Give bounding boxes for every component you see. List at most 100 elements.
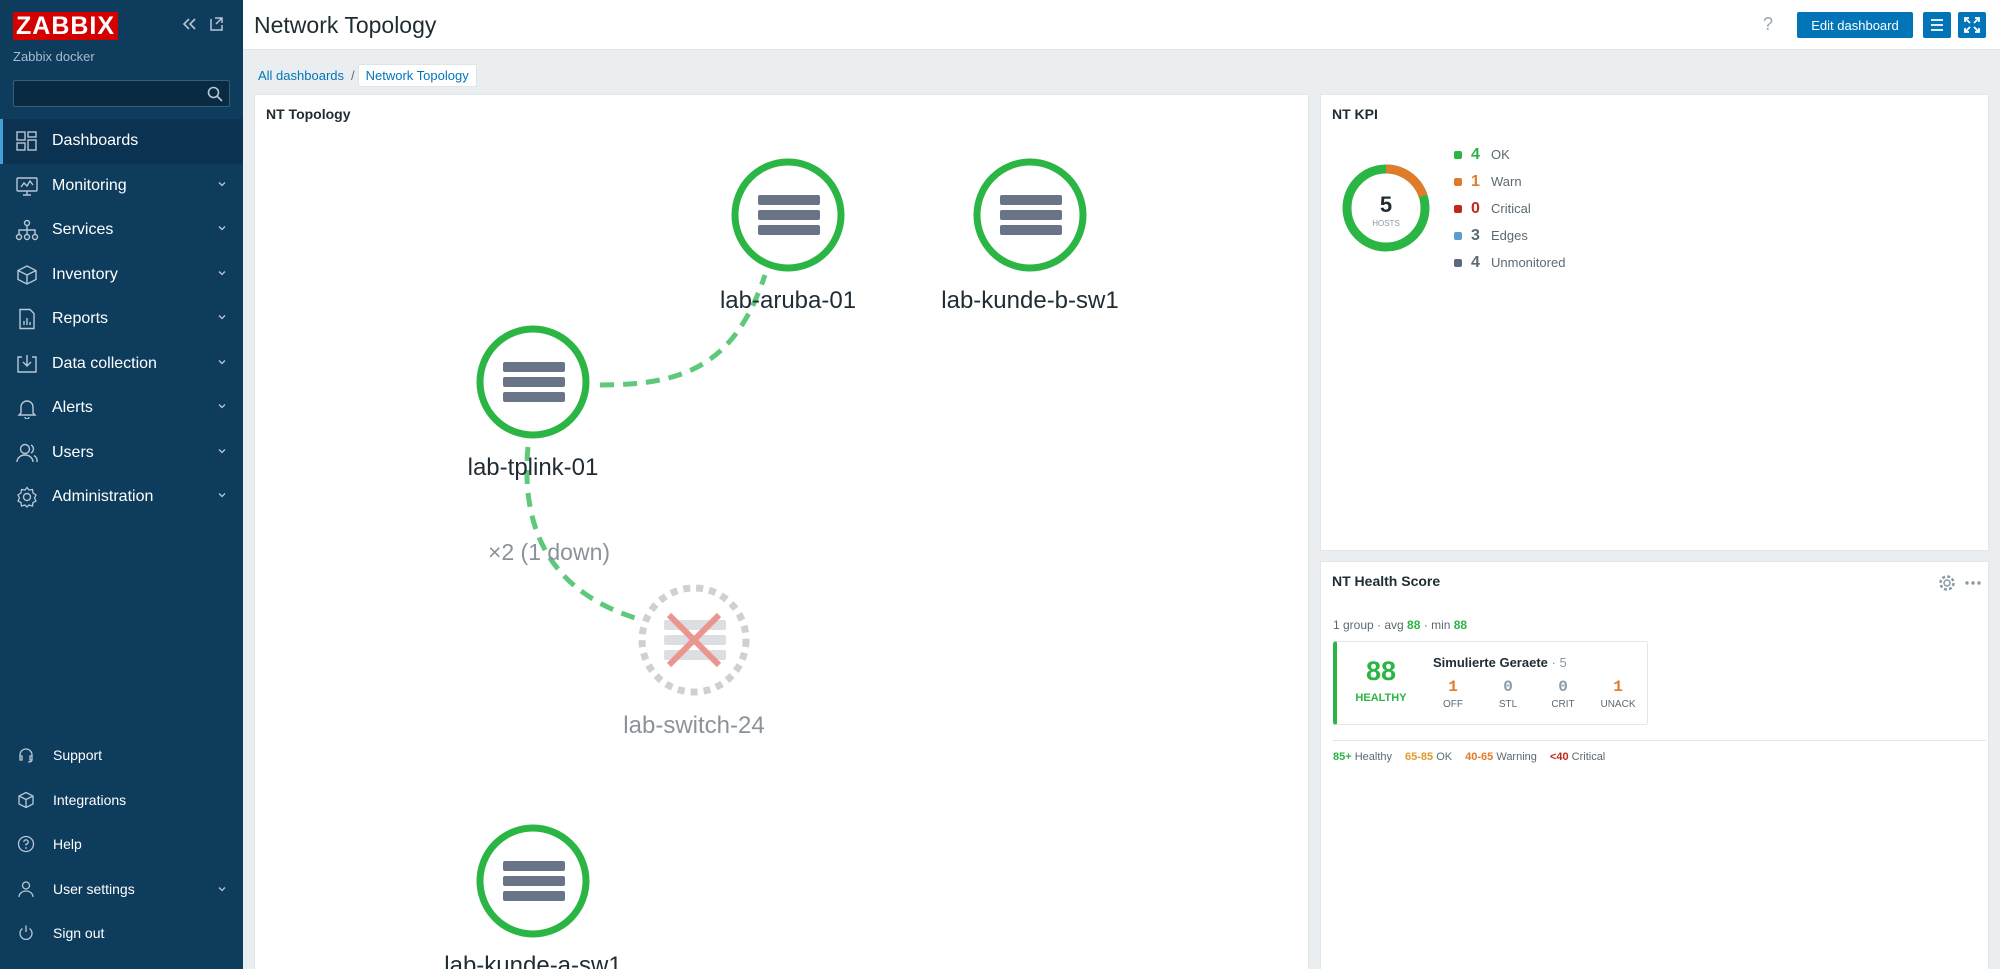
nav-reports[interactable]: Reports [0, 297, 243, 342]
data-collection-icon [17, 354, 37, 373]
collapse-sidebar-icon[interactable] [179, 14, 201, 36]
divider [1333, 740, 1986, 741]
topology-edge[interactable] [524, 446, 643, 623]
widget-title: NT Health Score [1332, 573, 1441, 589]
legend-item: 4 OK [1454, 141, 1565, 168]
nav-label: Monitoring [52, 176, 127, 194]
nav-label: Integrations [53, 791, 127, 808]
server-icon [758, 195, 820, 235]
stat-value: 0 [1503, 678, 1513, 696]
group-count: · 5 [1551, 655, 1567, 670]
legend-item: 3 Edges [1454, 222, 1565, 249]
legend-item: 4 Unmonitored [1454, 249, 1565, 276]
chevron-down-icon [218, 404, 226, 409]
breadcrumb-separator: / [351, 67, 355, 83]
nav-dashboards[interactable]: Dashboards [0, 119, 243, 164]
legend-label: Unmonitored [1491, 255, 1566, 270]
widget-title: NT KPI [1332, 106, 1378, 122]
nav-label: Dashboards [52, 132, 139, 150]
topology-node-lab-kunde-b-sw1[interactable] [973, 158, 1087, 272]
node-label: lab-switch-24 [623, 712, 764, 739]
nav-label: Data collection [52, 354, 157, 372]
nav-label: Help [53, 836, 82, 853]
nav-label: Users [52, 443, 94, 461]
more-options-icon[interactable] [1964, 574, 1982, 592]
help-icon[interactable]: ? [1763, 14, 1774, 34]
donut-warn-arc [1342, 164, 1430, 252]
stat-off: 1 OFF [1428, 678, 1478, 710]
chevron-down-icon [218, 226, 226, 231]
legend-swatch [1454, 204, 1462, 213]
edge-label: ×2 (1 down) [488, 539, 610, 565]
nav-monitoring[interactable]: Monitoring [0, 164, 243, 209]
donut-total: 5 [1380, 192, 1392, 217]
nav-user-settings[interactable]: User settings [0, 867, 243, 912]
nav-data-collection[interactable]: Data collection [0, 342, 243, 387]
nav-help[interactable]: Help [0, 822, 243, 867]
stat-value: 1 [1448, 678, 1458, 696]
inventory-box-icon [17, 264, 37, 285]
summary-min: 88 [1453, 618, 1468, 632]
down-cross-icon [666, 612, 722, 668]
nav-administration[interactable]: Administration [0, 475, 243, 520]
health-group-card[interactable]: 88 HEALTHY Simulierte Geraete · 5 1 OFF … [1333, 641, 1648, 725]
bell-icon [17, 400, 37, 419]
gear-icon[interactable] [1938, 574, 1956, 592]
topology-node-lab-kunde-a-sw1[interactable] [476, 824, 590, 938]
nav-integrations[interactable]: Integrations [0, 778, 243, 823]
nav-alerts[interactable]: Alerts [0, 386, 243, 431]
legend-label: Edges [1491, 228, 1528, 243]
legend-label: Warning [1496, 751, 1537, 763]
breadcrumb-all-dashboards[interactable]: All dashboards [258, 67, 344, 83]
topology-node-lab-aruba-01[interactable] [731, 158, 845, 272]
gear-icon [17, 486, 37, 508]
topology-node-lab-switch-24[interactable] [638, 584, 750, 696]
topology-widget: NT Topology [254, 94, 1309, 969]
node-label: lab-kunde-a-sw1 [444, 952, 621, 969]
nav-sign-out[interactable]: Sign out [0, 911, 243, 956]
nav-users[interactable]: Users [0, 431, 243, 476]
bottom-nav: Support Integrations Help User settings … [0, 733, 243, 956]
stat-value: 0 [1558, 678, 1568, 696]
page-header: Network Topology ? Edit dashboard [243, 0, 2000, 50]
nav-inventory[interactable]: Inventory [0, 253, 243, 298]
legend-value: 3 [1471, 226, 1480, 244]
legend-label: OK [1491, 147, 1510, 162]
breadcrumb: All dashboards / Network Topology [254, 63, 477, 87]
edit-dashboard-button[interactable]: Edit dashboard [1797, 12, 1913, 38]
legend-item: 85+ Healthy [1333, 751, 1392, 763]
legend-key: <40 [1549, 751, 1569, 763]
health-legend: 85+ Healthy 65-85 OK 40-65 Warning <40 C… [1333, 751, 1605, 763]
headset-icon [19, 748, 33, 763]
users-icon [16, 443, 38, 462]
nav-services[interactable]: Services [0, 208, 243, 253]
health-status: HEALTHY [1355, 692, 1407, 704]
stat-unack: 1 UNACK [1593, 678, 1643, 710]
fullscreen-button[interactable] [1958, 12, 1986, 38]
chevron-down-icon [218, 315, 226, 320]
kiosk-mode-icon[interactable] [206, 14, 228, 36]
nav-label: User settings [53, 880, 135, 897]
stat-label: CRIT [1551, 699, 1575, 710]
topology-node-lab-tplink-01[interactable] [476, 325, 590, 439]
fullscreen-icon [1964, 17, 1980, 33]
donut-total-label: HOSTS [1372, 219, 1400, 228]
breadcrumb-current[interactable]: Network Topology [357, 63, 477, 87]
nav-label: Alerts [52, 399, 93, 417]
widget-title: NT Topology [266, 106, 351, 122]
search-input[interactable] [14, 81, 194, 106]
nav-support[interactable]: Support [0, 733, 243, 778]
actions-menu-button[interactable] [1923, 12, 1951, 38]
page-title: Network Topology [254, 12, 437, 38]
dashboards-icon [16, 131, 37, 151]
legend-item: <40 Critical [1550, 751, 1605, 763]
group-name-text: Simulierte Geraete [1433, 655, 1548, 670]
chevron-down-icon [218, 359, 226, 364]
legend-item: 1 Warn [1454, 168, 1565, 195]
zabbix-logo[interactable]: ZABBIX [13, 12, 119, 40]
server-icon [503, 861, 565, 901]
search-icon[interactable] [206, 85, 224, 103]
topology-edge[interactable] [599, 274, 768, 388]
node-label: lab-kunde-b-sw1 [941, 287, 1118, 314]
chevron-down-icon [218, 448, 226, 453]
